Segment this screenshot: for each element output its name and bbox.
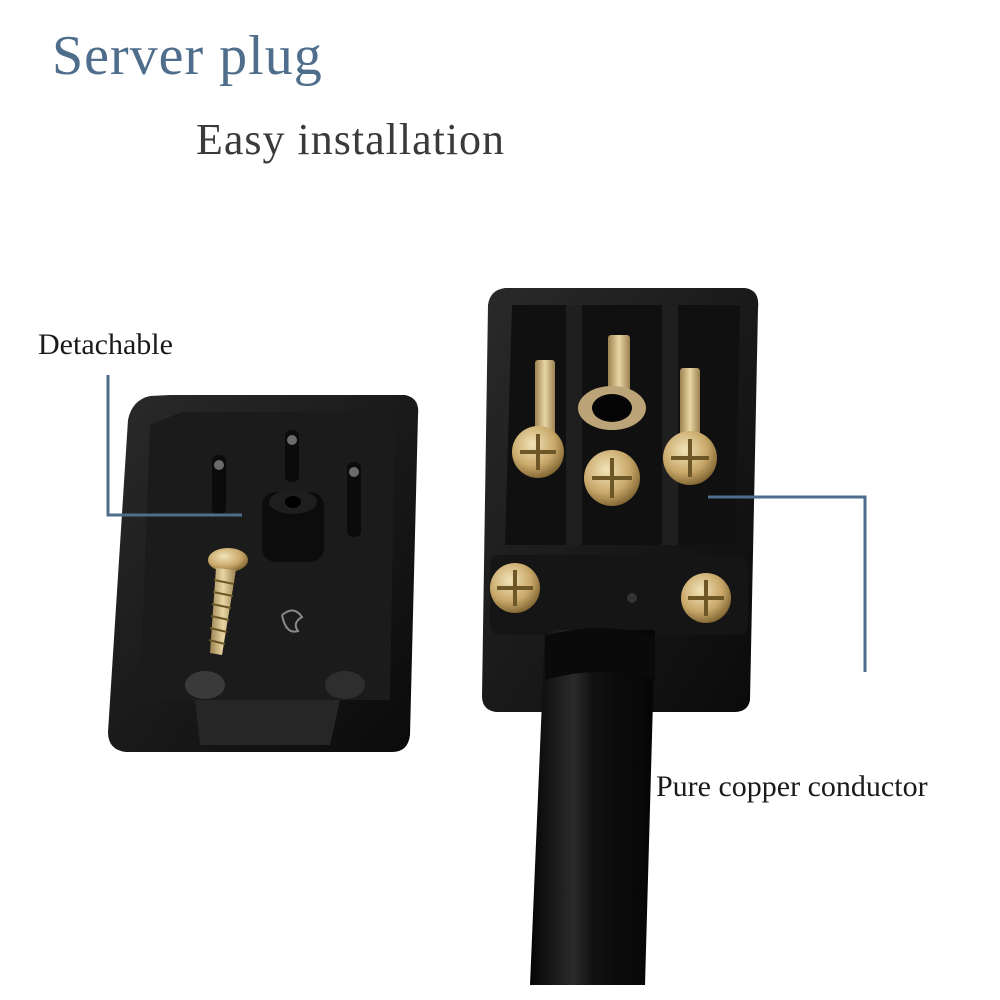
- terminal-screw-icon: [512, 426, 564, 478]
- callout-line-copper: [708, 495, 867, 672]
- open-plug: [482, 288, 759, 985]
- loose-screw-icon: [208, 548, 248, 655]
- terminal-screw-icon: [663, 431, 717, 485]
- page-subtitle: Easy installation: [196, 115, 506, 164]
- clamp-screw-icon: [681, 573, 731, 623]
- clamp-screw-icon: [490, 563, 540, 613]
- detachable-cover: [108, 395, 419, 752]
- callout-copper-conductor: Pure copper conductor: [656, 770, 928, 803]
- page-title: Server plug: [52, 25, 323, 87]
- callout-detachable: Detachable: [38, 328, 173, 361]
- callout-line-detachable: [106, 375, 242, 517]
- terminal-screw-icon: [584, 450, 640, 506]
